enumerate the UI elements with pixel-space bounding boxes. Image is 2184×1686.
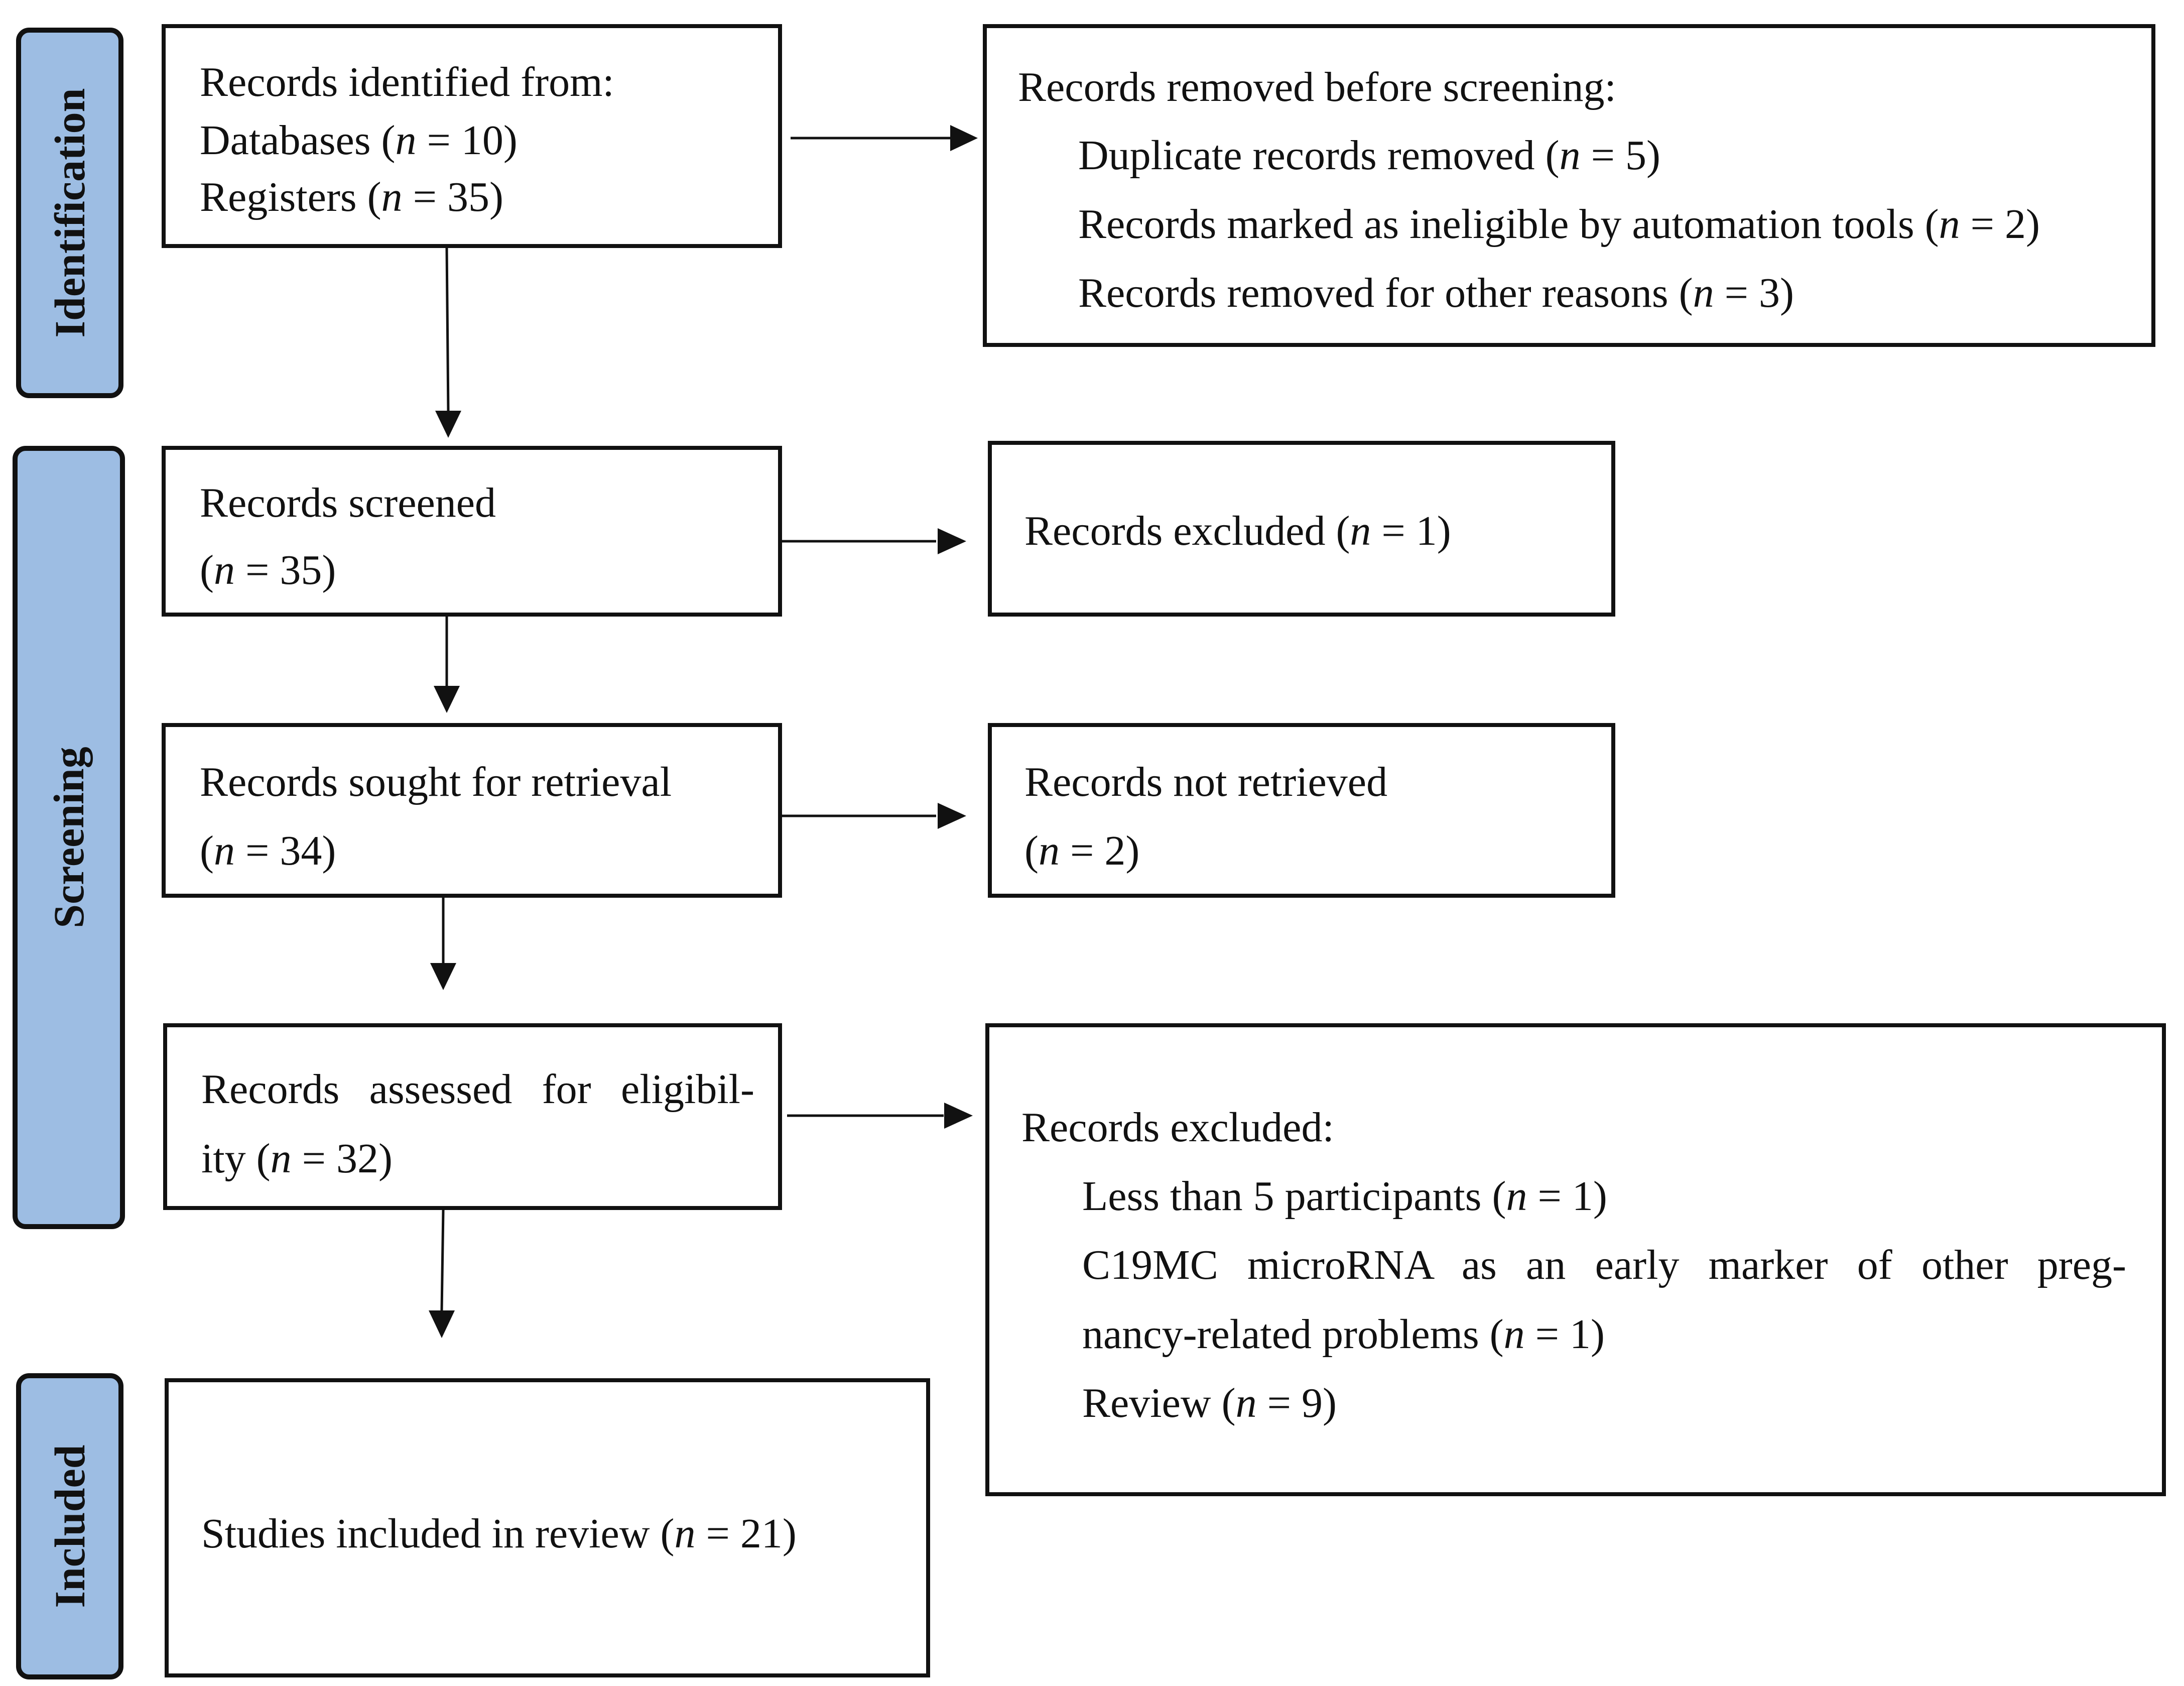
arrowhead-screened-to-excluded bbox=[938, 528, 966, 554]
arrowhead-screened-to-sought bbox=[434, 686, 460, 713]
box-records-excluded-screening: Records excluded (n = 1) bbox=[988, 441, 1615, 617]
box-removed-before-screening: Records removed before screening: Duplic… bbox=[983, 24, 2155, 347]
removed-other: Records removed for other reasons (n = 3… bbox=[1078, 270, 1794, 316]
stage-screening: Screening bbox=[13, 446, 125, 1229]
box-records-screened: Records screened (n = 35) bbox=[162, 446, 782, 617]
arrowhead-identified-to-screened bbox=[435, 411, 461, 438]
box-records-not-retrieved: Records not retrieved (n = 2) bbox=[988, 723, 1615, 898]
identified-registers: Registers (n = 35) bbox=[200, 174, 503, 220]
arrowhead-assessed-to-included bbox=[429, 1310, 455, 1338]
screened-title: Records screened bbox=[200, 479, 496, 526]
box-studies-included: Studies included in review (n = 21) bbox=[165, 1378, 930, 1677]
excluded-reason-c19mc-line2: nancy-related problems (n = 1) bbox=[1082, 1311, 1605, 1358]
stage-identification: Identification bbox=[16, 28, 123, 398]
excluded-reason-participants: Less than 5 participants (n = 1) bbox=[1082, 1173, 1607, 1220]
included-text: Studies included in review (n = 21) bbox=[201, 1510, 797, 1557]
assessed-title: Records assessed for eligibil- bbox=[201, 1066, 754, 1113]
box-records-sought: Records sought for retrieval (n = 34) bbox=[162, 723, 782, 898]
removed-automation: Records marked as ineligible by automati… bbox=[1078, 201, 2040, 248]
arrowhead-identified-to-removed bbox=[950, 125, 978, 151]
box-records-identified: Records identified from: Databases (n = … bbox=[162, 24, 782, 248]
excluded-screening-text: Records excluded (n = 1) bbox=[1024, 508, 1451, 554]
sought-title: Records sought for retrieval bbox=[200, 759, 672, 805]
stage-included: Included bbox=[16, 1373, 123, 1679]
removed-duplicates: Duplicate records removed (n = 5) bbox=[1078, 132, 1660, 179]
arrow-assessed-to-included bbox=[440, 1210, 445, 1311]
identified-databases: Databases (n = 10) bbox=[200, 117, 518, 164]
excluded-reason-review: Review (n = 9) bbox=[1082, 1380, 1337, 1426]
arrowhead-sought-to-not-retrieved bbox=[938, 803, 966, 829]
box-records-assessed: Records assessed for eligibil- ity (n = … bbox=[163, 1023, 782, 1210]
excluded-eligibility-title: Records excluded: bbox=[1021, 1104, 1334, 1151]
removed-title: Records removed before screening: bbox=[1018, 64, 1616, 110]
arrowhead-assessed-to-excluded bbox=[944, 1103, 973, 1129]
sought-count: (n = 34) bbox=[200, 827, 336, 874]
box-records-excluded-eligibility: Records excluded: Less than 5 participan… bbox=[985, 1023, 2166, 1496]
not-retrieved-title: Records not retrieved bbox=[1024, 759, 1388, 805]
excluded-reason-c19mc-line1: C19MC microRNA as an early marker of oth… bbox=[1082, 1242, 2126, 1288]
assessed-count: ity (n = 32) bbox=[201, 1135, 393, 1182]
not-retrieved-count: (n = 2) bbox=[1024, 827, 1140, 874]
arrowhead-sought-to-assessed bbox=[430, 963, 456, 990]
identified-title: Records identified from: bbox=[200, 59, 614, 105]
arrow-identified-to-screened bbox=[445, 248, 450, 412]
screened-count: (n = 35) bbox=[200, 547, 336, 593]
